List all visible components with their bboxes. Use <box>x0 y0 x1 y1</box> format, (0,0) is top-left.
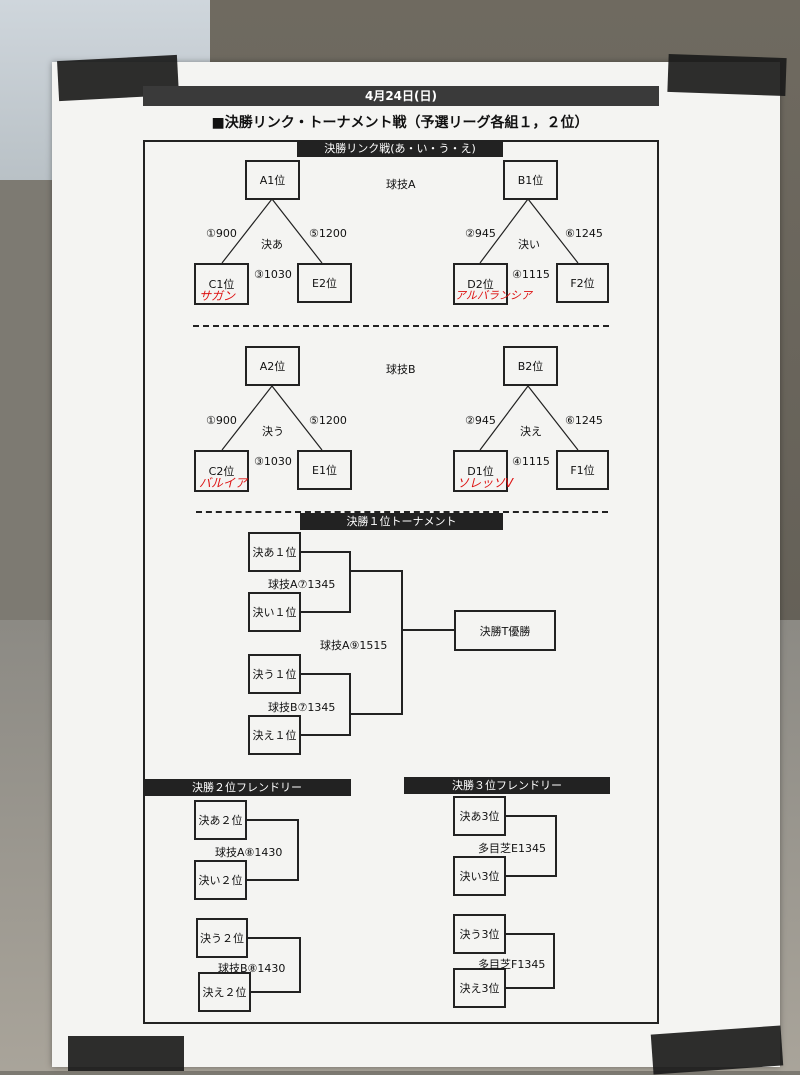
date-banner: 4月24日(日) <box>143 86 659 106</box>
bracket-slot: 決い２位 <box>194 860 247 900</box>
handwritten-team: ソレッソV <box>457 476 514 490</box>
group-center-label: 決あ <box>261 238 283 251</box>
match-time: ④1115 <box>512 268 550 281</box>
venue-b-label: 球技B <box>386 363 416 376</box>
friendly2-header: 決勝２位フレンドリー <box>143 779 351 796</box>
friendly3-header: 決勝３位フレンドリー <box>404 777 610 794</box>
group-center-label: 決え <box>520 425 542 438</box>
match-label: 球技B⑦1345 <box>268 701 336 714</box>
page-title: ■決勝リンク・トーナメント戦（予選リーグ各組１，２位） <box>211 115 589 131</box>
team-box: C1位 <box>194 263 249 305</box>
bracket-slot: 決え3位 <box>453 968 506 1008</box>
bracket-slot: 決う２位 <box>196 918 248 958</box>
match-time: ⑥1245 <box>565 414 603 427</box>
group-center-label: 決い <box>518 238 540 251</box>
team-box: E2位 <box>297 263 352 303</box>
bracket-slot: 決い3位 <box>453 856 506 896</box>
bracket-slot: 決あ２位 <box>194 800 247 840</box>
match-label: 球技A⑧1430 <box>215 846 283 859</box>
match-time: ④1115 <box>512 455 550 468</box>
match-label: 多目芝E1345 <box>478 842 546 855</box>
match-time: ②945 <box>465 414 496 427</box>
team-box: D2位 <box>453 263 508 305</box>
bracket-slot: 決あ１位 <box>248 532 301 572</box>
team-box: D1位 <box>453 450 508 492</box>
team-box: F2位 <box>556 263 609 303</box>
match-time: ③1030 <box>254 268 292 281</box>
match-time: ⑤1200 <box>309 414 347 427</box>
team-box: B1位 <box>503 160 558 200</box>
match-time: ⑤1200 <box>309 227 347 240</box>
tape-bottom-left <box>68 1036 184 1071</box>
match-time: ①900 <box>206 227 237 240</box>
team-box: E1位 <box>297 450 352 490</box>
divider <box>196 511 608 513</box>
match-label: 多目芝F1345 <box>478 958 546 971</box>
team-box: A2位 <box>245 346 300 386</box>
group-center-label: 決う <box>262 425 284 438</box>
match-time: ①900 <box>206 414 237 427</box>
link-header: 決勝リンク戦(あ・い・う・え) <box>297 140 503 157</box>
handwritten-team: バルイア <box>199 476 248 490</box>
bracket-slot: 決あ3位 <box>453 796 506 836</box>
match-label: 球技B⑧1430 <box>218 962 286 975</box>
team-box: A1位 <box>245 160 300 200</box>
match-label: 球技A⑦1345 <box>268 578 336 591</box>
bracket-slot: 決え１位 <box>248 715 301 755</box>
bracket-slot: 決え２位 <box>198 972 251 1012</box>
handwritten-team: サガン <box>199 289 236 303</box>
match-time: ⑥1245 <box>565 227 603 240</box>
winner-box: 決勝T優勝 <box>454 610 556 651</box>
tournament-header: 決勝１位トーナメント <box>300 513 503 530</box>
match-time: ②945 <box>465 227 496 240</box>
bracket-slot: 決い１位 <box>248 592 301 632</box>
bracket-slot: 決う１位 <box>248 654 301 694</box>
handwritten-team: アルバランシア <box>455 289 532 302</box>
divider <box>193 325 609 327</box>
team-box: B2位 <box>503 346 558 386</box>
match-time: ③1030 <box>254 455 292 468</box>
team-box: C2位 <box>194 450 249 492</box>
venue-a-label: 球技A <box>386 178 416 191</box>
final-label: 球技A⑨1515 <box>320 639 388 652</box>
bracket-slot: 決う3位 <box>453 914 506 954</box>
team-box: F1位 <box>556 450 609 490</box>
